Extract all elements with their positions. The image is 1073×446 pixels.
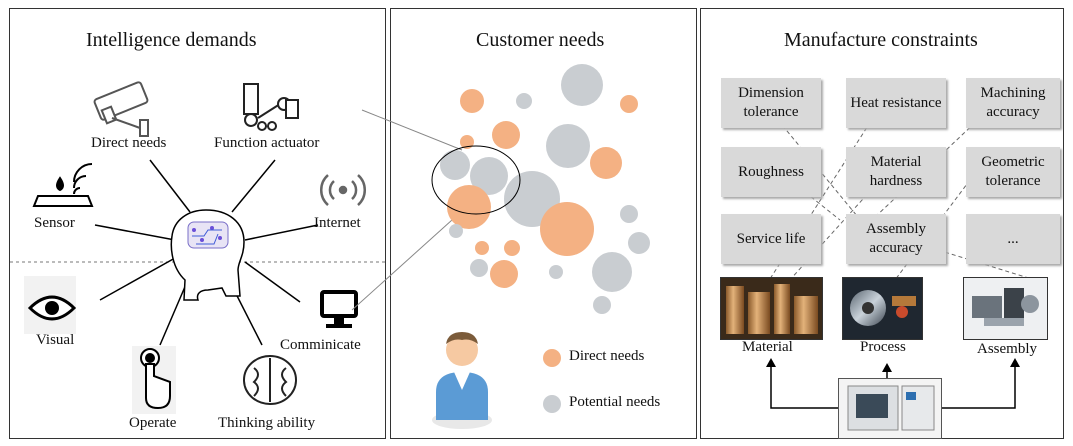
- constraint-heat-resistance: Heat resistance: [846, 78, 946, 128]
- label-function-actuator: Function actuator: [214, 135, 320, 151]
- potential-need-bubble-7: [546, 124, 590, 168]
- potential-need-bubble-13: [620, 205, 638, 223]
- constraint-service-life: Service life: [721, 214, 821, 264]
- potential-need-bubble-22: [593, 296, 611, 314]
- direct-need-bubble-16: [475, 241, 489, 255]
- title-intelligence-demands: Intelligence demands: [86, 29, 257, 51]
- constraint-material-hardness: Material hardness: [846, 147, 946, 197]
- constraint-dimension-tolerance: Dimension tolerance: [721, 78, 821, 128]
- title-customer-needs: Customer needs: [476, 29, 605, 51]
- direct-need-bubble-3: [620, 95, 638, 113]
- stage-process-label: Process: [860, 339, 906, 355]
- brain-icon: [243, 355, 297, 405]
- touch-icon: [132, 346, 176, 414]
- label-visual: Visual: [36, 332, 75, 348]
- direct-need-bubble-6: [492, 121, 520, 149]
- panel-frame-intelligence: [9, 8, 386, 439]
- potential-need-bubble-2: [561, 64, 603, 106]
- label-direct-needs: Direct needs: [91, 135, 167, 151]
- direct-need-bubble-4: [460, 135, 474, 149]
- constraint-roughness: Roughness: [721, 147, 821, 197]
- monitor-icon: [320, 290, 358, 328]
- constraint-more: ...: [966, 214, 1060, 264]
- potential-need-bubble-21: [592, 252, 632, 292]
- wifi-icon: [319, 174, 367, 206]
- title-manufacture-constraints: Manufacture constraints: [784, 29, 978, 51]
- potential-need-bubble-20: [549, 265, 563, 279]
- label-communicate: Comminicate: [280, 337, 361, 353]
- direct-need-bubble-0: [460, 89, 484, 113]
- robot-arm-icon: [243, 83, 299, 131]
- legend-direct-needs: Direct needs: [569, 348, 645, 364]
- direct-need-bubble-17: [504, 240, 520, 256]
- label-operate: Operate: [129, 415, 177, 431]
- customer-needs-bubbles: [440, 64, 650, 314]
- cnc-machine-photo: [838, 378, 942, 439]
- direct-need-bubble-11: [447, 185, 491, 229]
- constraint-assembly-accuracy: Assembly accuracy: [846, 214, 946, 264]
- legend-potential-needs: Potential needs: [569, 394, 661, 410]
- eye-icon: [24, 276, 77, 334]
- constraint-machining-accuracy: Machining accuracy: [966, 78, 1060, 128]
- process-photo: [842, 277, 923, 340]
- stage-material-label: Material: [742, 339, 793, 355]
- person-icon: [432, 332, 492, 429]
- sensor-icon: [32, 163, 94, 207]
- direct-need-bubble-12: [540, 202, 594, 256]
- security-camera-icon: [93, 81, 149, 137]
- label-thinking-ability: Thinking ability: [218, 415, 316, 431]
- constraint-geometric-tolerance: Geometric tolerance: [966, 147, 1060, 197]
- panel-frame-customer: [390, 8, 697, 439]
- highlight-ellipse: [431, 145, 521, 215]
- assembly-photo: [963, 277, 1048, 340]
- legend-dot-direct: [543, 349, 561, 367]
- connector-bottom: [351, 219, 453, 311]
- stage-assembly-label: Assembly: [977, 341, 1037, 357]
- direct-need-bubble-10: [590, 147, 622, 179]
- material-photo: [720, 277, 823, 340]
- connector-top: [361, 109, 463, 151]
- legend-dot-potential: [543, 395, 561, 413]
- potential-need-bubble-14: [628, 232, 650, 254]
- potential-need-bubble-1: [516, 93, 532, 109]
- circuit-brain-icon: [187, 221, 229, 249]
- direct-need-bubble-19: [490, 260, 518, 288]
- potential-need-bubble-5: [440, 150, 470, 180]
- label-sensor: Sensor: [34, 215, 75, 231]
- label-internet: Internet: [314, 215, 361, 231]
- potential-need-bubble-15: [449, 224, 463, 238]
- potential-need-bubble-8: [470, 157, 508, 195]
- potential-need-bubble-18: [470, 259, 488, 277]
